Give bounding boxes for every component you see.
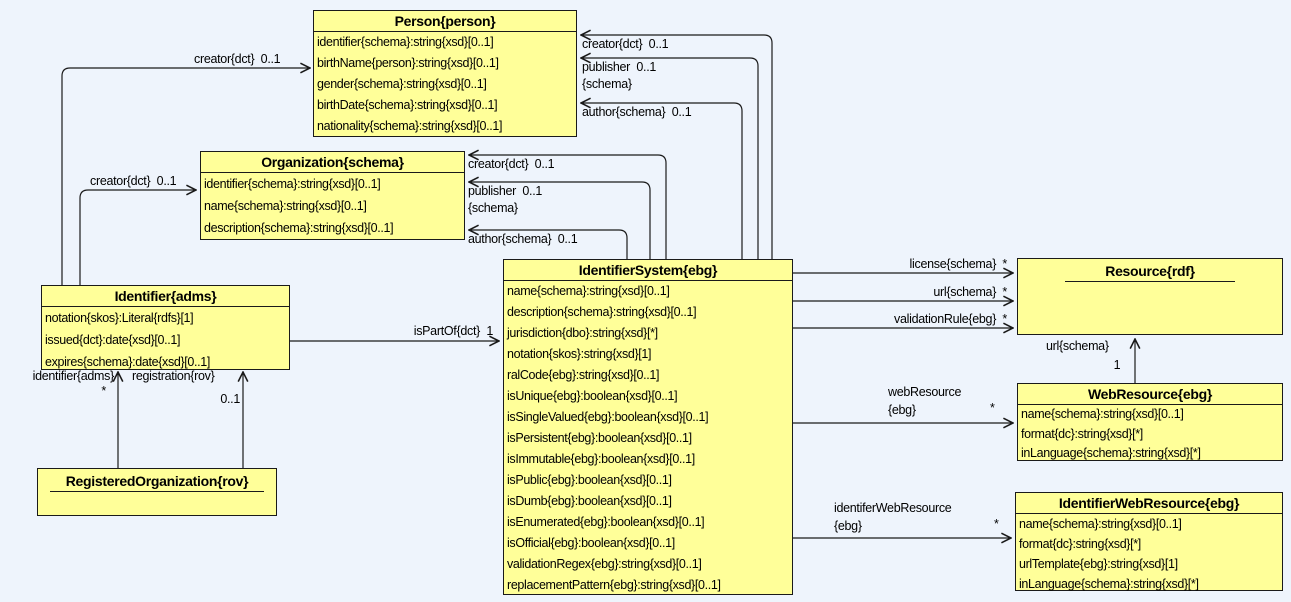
edge-label-regorg-identifier-mult: * [101,384,106,398]
class-organization-attributes: identifier{schema}:string{xsd}[0..1] nam… [201,173,464,239]
class-identifier-system[interactable]: IdentifierSystem{ebg} name{schema}:strin… [503,259,793,595]
attribute: inLanguage{schema}:string{xsd}[*] [1021,446,1201,460]
attribute: format{dc}:string{xsd}[*] [1019,537,1141,551]
attribute: isOfficial{ebg}:boolean{xsd}[0..1] [507,536,675,550]
attribute: notation{skos}:string{xsd}[1] [507,347,652,361]
edge-is-org-author-line [469,230,628,259]
edge-label-is-idwebresource: identiferWebResource [834,501,952,515]
edge-is-person-publisher-line [581,58,759,259]
edge-label-is-person-publisher-schema: {schema} [582,77,632,91]
attribute: name{schema}:string{xsd}[0..1] [507,284,670,298]
class-resource-title: Resource{rdf} [1065,261,1235,282]
class-identifier-title: Identifier{adms} [42,286,289,307]
edge-label-is-webresource-ebg: {ebg} [888,403,916,417]
class-organization[interactable]: Organization{schema} identifier{schema}:… [200,151,465,240]
attribute: notation{skos}:Literal{rdfs}[1] [45,311,194,325]
class-organization-title: Organization{schema} [201,152,464,173]
class-resource[interactable]: Resource{rdf} [1017,258,1283,335]
attribute: gender{schema}:string{xsd}[0..1] [317,77,487,91]
edge-label-webresource-url-mult: 1 [1113,358,1121,372]
edge-is-org-creator-line [469,155,667,259]
attribute: urlTemplate{ebg}:string{xsd}[1] [1019,557,1178,571]
attribute: birthDate{schema}:string{xsd}[0..1] [317,98,498,112]
edge-label-is-validationrule: validationRule{ebg} * [894,312,1007,326]
edge-label-ispartof: isPartOf{dct} 1 [413,324,494,338]
class-identifier-system-attributes: name{schema}:string{xsd}[0..1] descripti… [504,281,792,596]
edge-label-is-webresource: webResource [888,385,962,399]
attribute: identifier{schema}:string{xsd}[0..1] [204,177,381,191]
edge-label-regorg-registration: registration{rov} [132,369,215,383]
attribute: birthName{person}:string{xsd}[0..1] [317,56,499,70]
class-identifier-web-resource[interactable]: IdentifierWebResource{ebg} name{schema}:… [1015,492,1283,591]
attribute: isSingleValued{ebg}:boolean{xsd}[0..1] [507,410,709,424]
attribute: description{schema}:string{xsd}[0..1] [204,221,394,235]
class-web-resource-title: WebResource{ebg} [1018,384,1282,405]
attribute: isDumb{ebg}:boolean{xsd}[0..1] [507,494,672,508]
class-web-resource[interactable]: WebResource{ebg} name{schema}:string{xsd… [1017,383,1283,461]
attribute: replacementPattern{ebg}:string{xsd}[0..1… [507,578,721,592]
class-identifier-attributes: notation{skos}:Literal{rdfs}[1] issued{d… [42,307,289,373]
edge-identifier-org-creator-line [79,190,196,285]
attribute: name{schema}:string{xsd}[0..1] [1021,407,1184,421]
class-identifier-web-resource-title: IdentifierWebResource{ebg} [1016,493,1282,514]
edge-label-is-org-author: author{schema} 0..1 [468,232,578,246]
edge-is-person-author-line [581,103,743,259]
edge-identifier-person-creator-line [61,68,310,285]
attribute: isUnique{ebg}:boolean{xsd}[0..1] [507,389,678,403]
attribute: nationality{schema}:string{xsd}[0..1] [317,119,503,133]
edge-label-is-org-publisher-schema: {schema} [468,201,518,215]
edge-label-is-org-creator: creator{dct} 0..1 [468,157,555,171]
edge-label-is-person-creator: creator{dct} 0..1 [582,37,669,51]
attribute: jurisdiction{dbo}:string{xsd}[*] [507,326,658,340]
attribute: identifier{schema}:string{xsd}[0..1] [317,35,494,49]
edge-label-is-idwebresource-mult: * [994,517,999,531]
class-registered-organization[interactable]: RegisteredOrganization{rov} [37,468,277,516]
edge-label-is-person-author: author{schema} 0..1 [582,105,692,119]
edge-label-is-person-publisher: publisher 0..1 [582,60,657,74]
edge-label-identifier-org-creator: creator{dct} 0..1 [90,174,177,188]
edge-label-is-org-publisher: publisher 0..1 [468,184,543,198]
edge-label-is-license: license{schema} * [909,257,1008,271]
attribute: isEnumerated{ebg}:boolean{xsd}[0..1] [507,515,705,529]
class-person-attributes: identifier{schema}:string{xsd}[0..1] bir… [314,32,576,137]
edge-label-is-idwebresource-ebg: {ebg} [834,519,862,533]
attribute: description{schema}:string{xsd}[0..1] [507,305,697,319]
attribute: isPersistent{ebg}:boolean{xsd}[0..1] [507,431,692,445]
attribute: inLanguage{schema}:string{xsd}[*] [1019,577,1199,591]
edge-label-identifier-person-creator: creator{dct} 0..1 [194,52,281,66]
edge-is-org-publisher-line [469,182,651,259]
attribute: ralCode{ebg}:string{xsd}[0..1] [507,368,660,382]
attribute: name{schema}:string{xsd}[0..1] [1019,517,1182,531]
attribute: validationRegex{ebg}:string{xsd}[0..1] [507,557,702,571]
attribute: name{schema}:string{xsd}[0..1] [204,199,367,213]
class-identifier-web-resource-attributes: name{schema}:string{xsd}[0..1] format{dc… [1016,514,1282,594]
edge-label-regorg-registration-mult: 0..1 [220,392,240,406]
class-person[interactable]: Person{person} identifier{schema}:string… [313,10,577,137]
class-person-title: Person{person} [314,11,576,32]
edge-is-person-creator-line [581,35,773,259]
attribute: expires{schema}:date{xsd}[0..1] [45,355,210,369]
edge-label-is-url: url{schema} * [933,285,1007,299]
class-identifier[interactable]: Identifier{adms} notation{skos}:Literal{… [41,285,290,370]
edge-label-webresource-url: url{schema} [1046,339,1109,353]
class-registered-organization-title: RegisteredOrganization{rov} [49,471,265,492]
class-web-resource-attributes: name{schema}:string{xsd}[0..1] format{dc… [1018,405,1282,464]
attribute: isPublic{ebg}:boolean{xsd}[0..1] [507,473,672,487]
attribute: isImmutable{ebg}:boolean{xsd}[0..1] [507,452,695,466]
edge-label-regorg-identifier: identifier{adms} [32,369,115,383]
attribute: issued{dct}:date{xsd}[0..1] [45,333,181,347]
class-identifier-system-title: IdentifierSystem{ebg} [504,260,792,281]
edge-label-is-webresource-mult: * [990,401,995,415]
attribute: format{dc}:string{xsd}[*] [1021,426,1143,441]
